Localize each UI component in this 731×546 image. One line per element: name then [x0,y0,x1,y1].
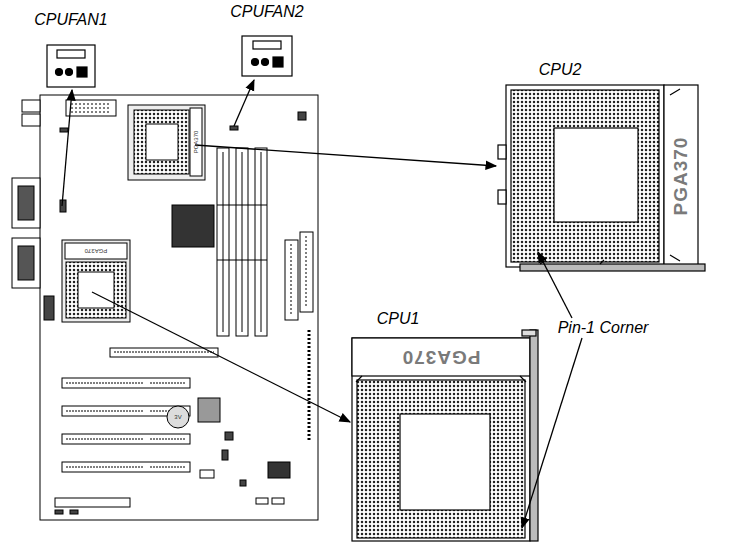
motherboard-part [134,110,189,174]
leader-arrow-part [62,90,72,206]
motherboard-part [198,398,220,422]
leader-arrow-part [522,338,582,528]
motherboard-part [70,510,78,514]
fan-connector [47,45,95,87]
fan-connector-part [273,57,283,67]
fan-header: CPUFAN1 [30,8,112,90]
fan-connector-part [47,45,95,87]
fan-connector-part [252,59,259,66]
cpu-socket: CPU2PGA370 [498,58,705,272]
motherboard-part [146,124,178,160]
motherboard-part [230,126,238,130]
cpu-socket: CPU1PGA370 [350,308,540,542]
motherboard-part [71,104,111,112]
fan-connector [242,36,292,76]
cpu-socket-part [554,128,638,222]
motherboard-part [40,95,318,520]
cpu-socket-part [400,414,490,510]
motherboard-part [291,236,306,316]
cpu-socket-part [511,90,659,262]
motherboard-part [55,498,130,507]
motherboard-part [18,246,34,280]
fan-connector-part [77,67,87,77]
socket-marking: PGA370 [193,131,200,154]
motherboard-part [190,108,202,176]
motherboard-part [222,450,228,460]
socket-label: CPU1 [377,310,420,328]
cpu-socket-part [498,190,506,204]
cpu-socket [498,85,705,271]
fan-connector-part [56,69,63,76]
motherboard-part [62,240,130,322]
cpu-socket-part [530,330,538,541]
socket-marking: PGA370 [671,137,692,216]
motherboard-part [240,480,246,486]
fan-label: CPUFAN2 [230,3,304,21]
socket-label: CPU2 [539,61,582,79]
fan-connector-part [57,50,85,58]
motherboard-part [217,205,267,260]
motherboard-part [268,462,290,478]
motherboard-part [12,238,40,288]
cpu-socket-part [498,145,506,159]
motherboard-part [66,262,126,318]
motherboard-part [225,432,233,440]
motherboard-part [22,100,40,112]
fan-label: CPUFAN1 [34,11,108,29]
motherboard-part [60,128,68,132]
fan-connector-part [66,69,73,76]
cpu-socket-part [356,376,526,382]
motherboard [12,95,318,520]
motherboard-part [298,112,306,120]
fan-connector-part [253,41,281,49]
motherboard-part [223,152,261,332]
motherboard-part [66,383,186,467]
fan-header: CPUFAN2 [225,0,309,78]
fan-connector-part [242,36,292,76]
cpu-socket-part [540,260,604,264]
cpu-socket-part [357,380,525,538]
callout-label: Pin-1 Corner [558,319,649,337]
cpu-socket-part [506,85,664,267]
motherboard-part [66,100,116,116]
motherboard-part [12,178,40,228]
motherboard-part [200,470,214,478]
leader-arrow-part [92,292,350,422]
motherboard-part [272,498,284,504]
socket-marking: PGA370 [402,347,481,368]
motherboard-part [256,498,268,504]
cpu-socket-part [352,338,530,541]
motherboard-part [128,105,205,180]
motherboard-part [22,114,40,126]
cpu-socket-part [664,85,698,267]
motherboard-part [65,243,127,259]
cpu-socket [352,330,538,541]
leader-arrow [62,80,582,528]
motherboard-part [44,296,54,320]
leader-arrow-part [195,145,496,166]
cpu-socket-part [522,330,536,336]
motherboard-part [167,406,189,428]
fan-connector-part [262,59,269,66]
motherboard-part [308,330,311,440]
battery-label: 3V [174,414,181,421]
socket-marking: PGA370 [85,248,108,255]
motherboard-part [110,348,218,357]
motherboard-part [55,510,63,514]
motherboard-part [172,205,214,247]
motherboard-part [114,352,214,353]
motherboard-part [18,186,34,220]
motherboard-part [78,272,114,308]
leader-arrow-part [538,252,572,318]
leader-arrow-part [234,80,254,126]
cpu-socket-part [352,338,530,376]
